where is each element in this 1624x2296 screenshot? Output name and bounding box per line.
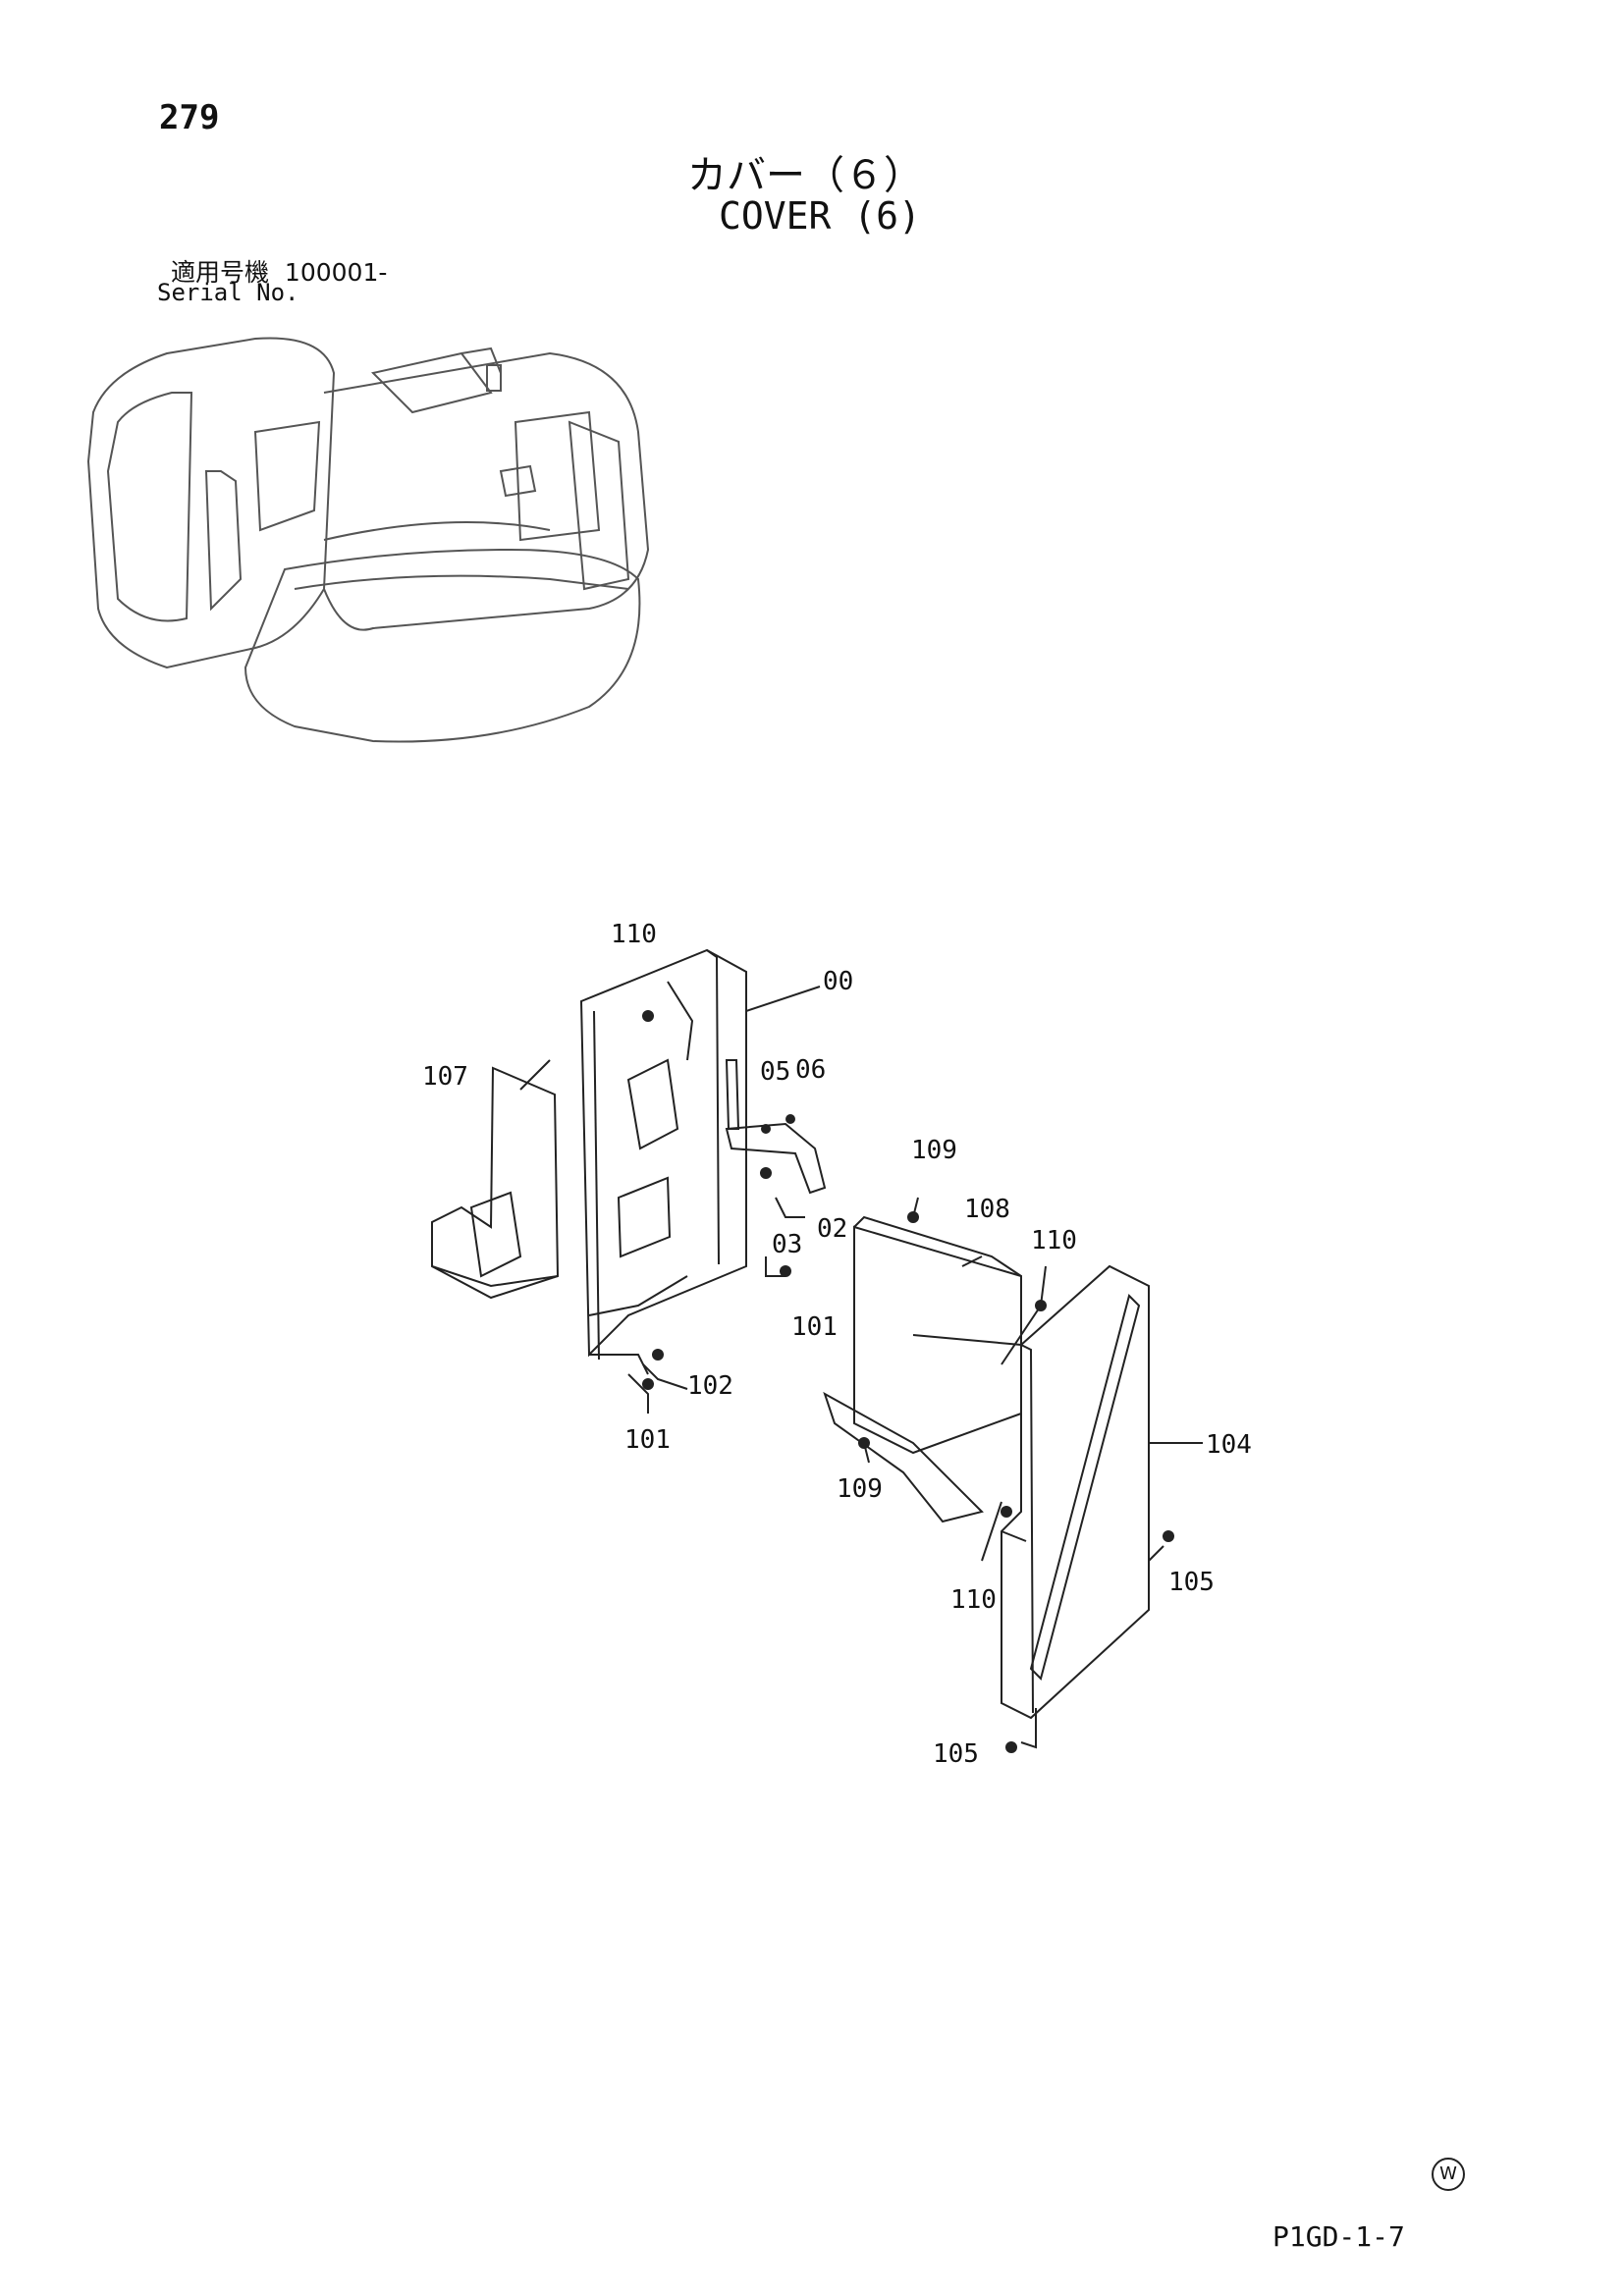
callout-06: 06 <box>795 1055 826 1085</box>
callout-104: 104 <box>1206 1430 1252 1460</box>
callout-05: 05 <box>760 1057 790 1087</box>
callout-108: 108 <box>964 1195 1010 1224</box>
serial-label-english: Serial No. <box>157 279 299 306</box>
callout-101-left: 101 <box>624 1425 671 1455</box>
callout-101-right: 101 <box>791 1312 838 1342</box>
callout-105-bottom: 105 <box>933 1739 979 1769</box>
callout-03: 03 <box>772 1230 802 1259</box>
callout-107: 107 <box>422 1062 468 1092</box>
document-code: P1GD-1-7 <box>1272 2220 1405 2253</box>
callout-110-bottom: 110 <box>950 1585 997 1615</box>
callout-110-top: 110 <box>611 920 657 949</box>
callout-102: 102 <box>687 1371 733 1401</box>
serial-number-value: 100001- <box>284 258 388 287</box>
callout-109-top: 109 <box>911 1136 957 1165</box>
callout-105-right: 105 <box>1168 1568 1215 1597</box>
serial-label-jp-text: 適用号機 <box>171 258 270 287</box>
callout-109-bottom: 109 <box>837 1474 883 1504</box>
circled-w-mark: W <box>1432 2158 1465 2191</box>
callout-110-right: 110 <box>1031 1226 1077 1255</box>
page-number: 279 <box>159 98 220 137</box>
page-title-english: COVER (6) <box>719 194 921 238</box>
callout-00: 00 <box>823 967 853 996</box>
page-title-japanese: カバー（６） <box>687 153 923 198</box>
callout-02: 02 <box>817 1214 847 1244</box>
serial-label-japanese: 適用号機 100001- <box>171 253 387 289</box>
